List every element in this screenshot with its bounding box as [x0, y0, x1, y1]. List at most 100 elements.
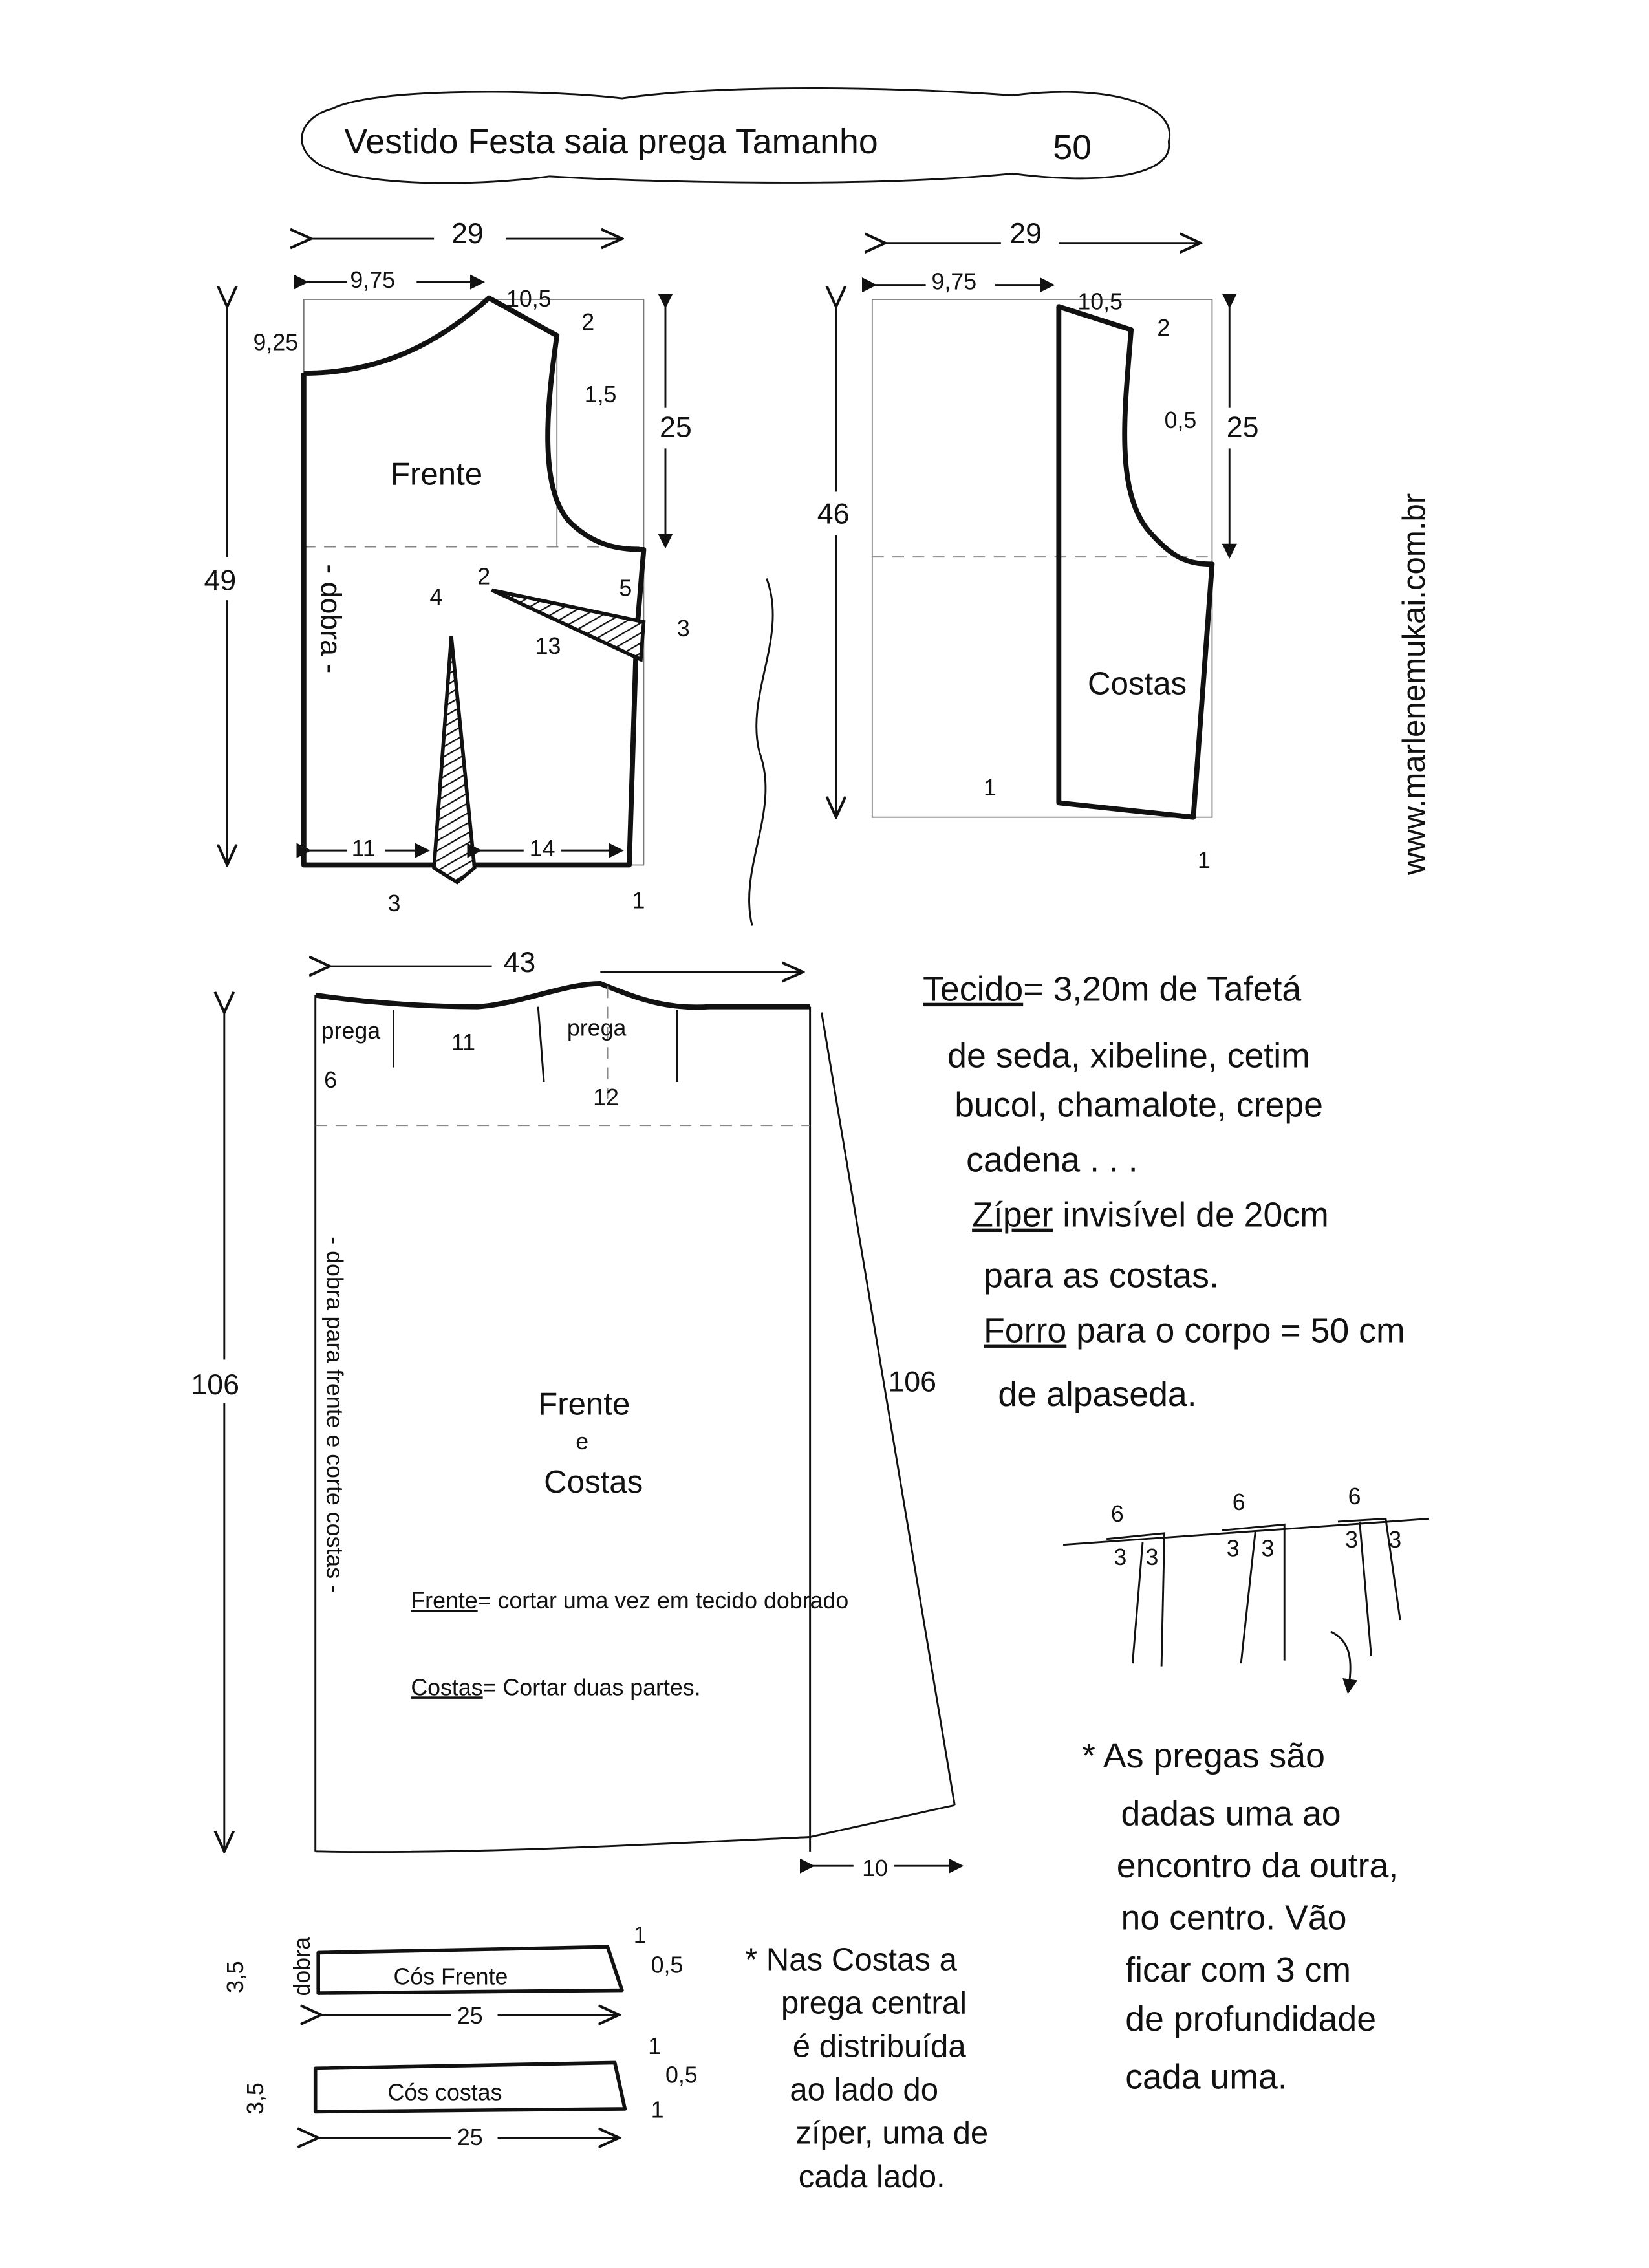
pleat-center-width: 12	[593, 1085, 619, 1110]
note-back-label: Costas	[411, 1674, 482, 1700]
waistband-back-length: 25	[457, 2124, 483, 2150]
back-hem-drop: 1	[1198, 847, 1211, 873]
front-side-dart-width: 3	[677, 616, 690, 642]
signature	[748, 578, 774, 926]
back-shoulder-drop: 2	[1157, 315, 1170, 341]
pleat-width-3: 6	[1348, 1484, 1361, 1509]
back-neck-width: 9,75	[932, 268, 977, 294]
back-center-drop: 1	[984, 775, 997, 801]
front-armhole-ease: 1,5	[585, 382, 617, 407]
back-note-5: zíper, uma de	[795, 2115, 988, 2151]
skirt-label-2: e	[576, 1429, 588, 1454]
front-bodice: 29 9,75 10,5 2 9,25 1,5 25 Frente 49 - d…	[202, 217, 698, 916]
title-text: Vestido Festa saia prega Tamanho	[344, 122, 878, 161]
pleat-note-4: no centro. Vão	[1121, 1899, 1347, 1938]
fabric-text: = 3,20m de Tafetá	[1023, 970, 1301, 1009]
materials-line-6: para as costas.	[984, 1257, 1219, 1295]
front-side-dart-offset: 2	[477, 564, 490, 590]
front-fold-label: - dobra -	[315, 564, 347, 673]
skirt-label-3: Costas	[544, 1464, 643, 1500]
waistband-back-drop: 1	[651, 2097, 664, 2122]
front-waist-right: 14	[530, 836, 555, 861]
side-dart	[491, 588, 646, 663]
zipper-text: invisível de 20cm	[1062, 1196, 1329, 1235]
materials-line-2: de seda, xibeline, cetim	[947, 1037, 1310, 1075]
title-size: 50	[1053, 128, 1092, 167]
skirt-side-length: 106	[888, 1366, 936, 1398]
back-label: Costas	[1088, 666, 1187, 702]
materials-notes: Tecido= 3,20m de Tafetá de seda, xibelin…	[923, 970, 1405, 1414]
back-length: 46	[817, 499, 850, 530]
skirt-width: 43	[503, 947, 535, 978]
waistband-front-rise: 1	[634, 1922, 647, 1948]
pleat-label-center: prega	[567, 1015, 627, 1041]
pleat-half-3a: 3	[1345, 1527, 1358, 1553]
waistband-front: Cós Frente 3,5 dobra 25 1 0,5	[222, 1922, 683, 2029]
pleat-half-3b: 3	[1388, 1527, 1401, 1553]
svg-text:Costas= Cortar duas partes.: Costas= Cortar duas partes.	[411, 1674, 700, 1700]
back-note-1: * Nas Costas a	[745, 1941, 958, 1977]
pleat-note-5: ficar com 3 cm	[1125, 1950, 1351, 1989]
waistband-back-rise: 1	[648, 2033, 661, 2059]
pleat-left-width: 6	[324, 1067, 337, 1093]
waistband-front-ext: 0,5	[651, 1952, 684, 1978]
front-shoulder: 10,5	[506, 286, 552, 312]
waistband-back: Cós costas 3,5 25 1 0,5 1	[242, 2033, 698, 2150]
front-armhole-depth: 25	[660, 411, 692, 443]
front-side-dart-depth: 5	[619, 575, 632, 601]
pleat-note-6: de profundidade	[1125, 2000, 1376, 2038]
skirt-fold-label: - dobra para frente e corte costas -	[322, 1237, 348, 1593]
waistband-back-label: Cós costas	[388, 2080, 502, 2106]
front-neck-width: 9,75	[350, 267, 395, 293]
waist-dart	[432, 636, 477, 885]
pleat-diagram: 6 6 6 3 3 3 3 3 3	[1062, 1484, 1430, 1694]
front-hem-drop: 1	[632, 888, 645, 914]
note-back-text: = Cortar duas partes.	[483, 1674, 701, 1700]
back-pleat-note: * Nas Costas a prega central é distribuí…	[745, 1941, 988, 2194]
svg-text:Tecido= 3,20m de Tafetá: Tecido= 3,20m de Tafetá	[923, 970, 1301, 1009]
skirt: 43 prega prega 6 11 12 106 106 - dobra p…	[191, 947, 964, 1884]
pleat-half-1b: 3	[1146, 1544, 1159, 1570]
front-dart-top: 4	[429, 584, 442, 610]
pleat-label-left: prega	[321, 1018, 381, 1044]
front-waist-left: 11	[352, 836, 376, 861]
front-length: 49	[204, 565, 236, 597]
back-note-6: cada lado.	[799, 2159, 945, 2194]
pleat-note: * As pregas são dadas uma ao encontro da…	[1082, 1736, 1398, 2097]
skirt-hem-flare: 10	[862, 1855, 888, 1881]
pleat-note-2: dadas uma ao	[1121, 1795, 1341, 1833]
svg-text:Frente= cortar uma vez em teci: Frente= cortar uma vez em tecido dobrado	[411, 1588, 848, 1614]
skirt-length: 106	[191, 1369, 239, 1401]
front-neck-depth: 9,25	[253, 329, 299, 355]
materials-line-8: de alpaseda.	[998, 1375, 1196, 1414]
note-front-label: Frente	[411, 1588, 477, 1614]
note-front-text: = cortar uma vez em tecido dobrado	[478, 1588, 849, 1614]
materials-line-3: bucol, chamalote, crepe	[954, 1086, 1323, 1125]
front-width: 29	[451, 218, 484, 250]
back-width: 29	[1009, 218, 1042, 250]
fabric-label: Tecido	[923, 970, 1023, 1009]
pleat-gap: 11	[451, 1030, 475, 1055]
back-armhole-depth: 25	[1227, 411, 1259, 443]
lining-label: Forro	[984, 1312, 1066, 1350]
waistband-front-label: Cós Frente	[393, 1964, 508, 1990]
back-note-3: é distribuída	[793, 2028, 967, 2064]
website-url: www.marlenemukai.com.br	[1396, 493, 1432, 876]
waistband-back-height: 3,5	[242, 2082, 268, 2115]
waistband-front-length: 25	[457, 2003, 483, 2029]
title-cloud: Vestido Festa saia prega Tamanho 50	[301, 87, 1171, 184]
svg-text:Forro para o corpo = 50 cm: Forro para o corpo = 50 cm	[984, 1312, 1405, 1350]
waistband-front-height: 3,5	[222, 1961, 248, 1993]
waistband-back-ext: 0,5	[665, 2062, 698, 2088]
materials-line-4: cadena . . .	[966, 1141, 1137, 1180]
pleat-note-3: encontro da outra,	[1117, 1846, 1399, 1885]
skirt-label-1: Frente	[538, 1386, 630, 1421]
back-note-4: ao lado do	[790, 2072, 938, 2108]
lining-text: para o corpo = 50 cm	[1076, 1312, 1405, 1350]
pleat-half-1a: 3	[1114, 1544, 1126, 1570]
pleat-note-7: cada uma.	[1125, 2058, 1288, 2097]
front-waist-dart-width: 3	[388, 891, 401, 916]
front-shoulder-drop: 2	[581, 309, 594, 335]
front-label: Frente	[391, 456, 482, 491]
